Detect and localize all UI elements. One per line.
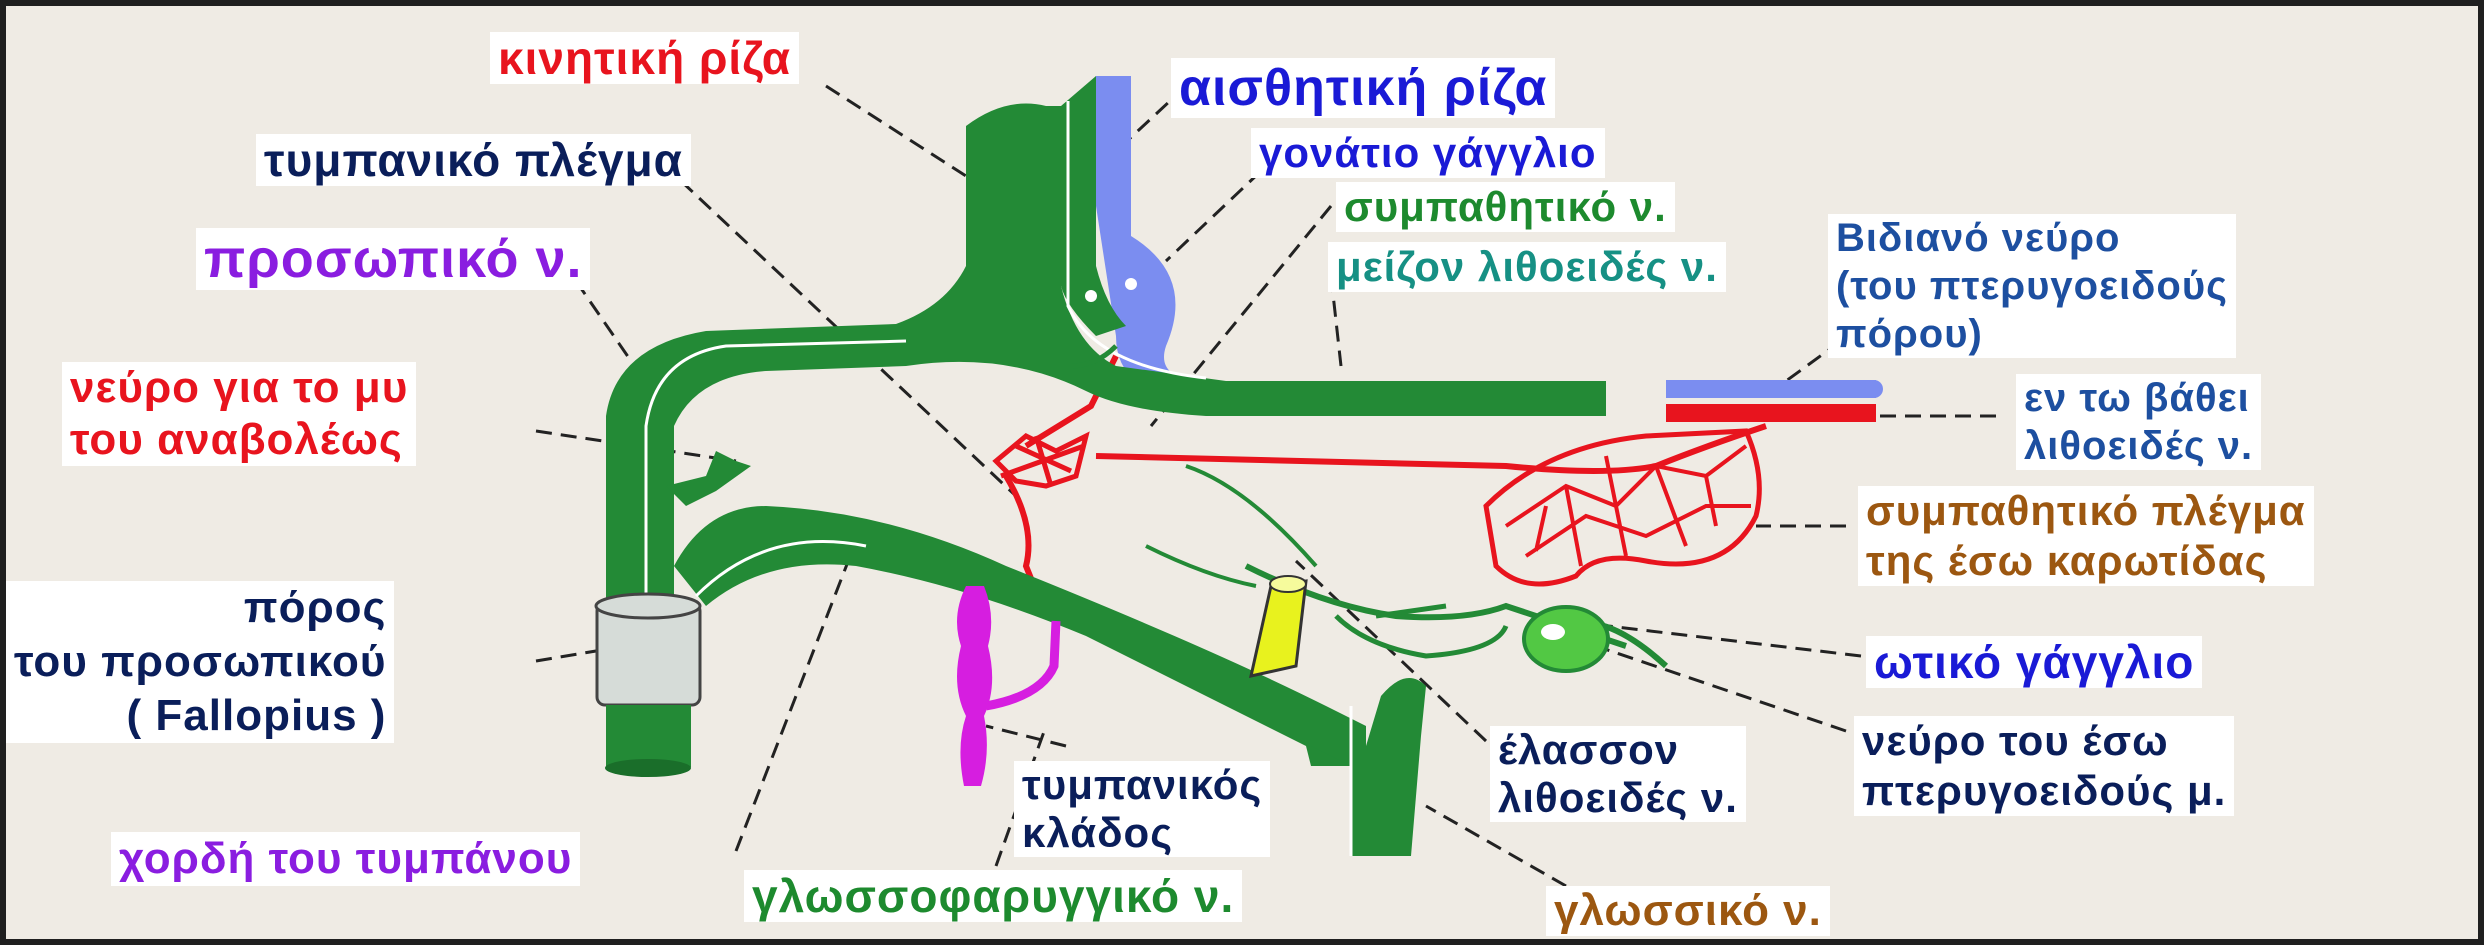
facial-canal-shape	[594, 592, 702, 777]
label-facial-canal: πόρος του προσωπικού ( Fallopius )	[6, 581, 395, 743]
label-chorda-tympani: χορδή του τυμπάνου	[111, 832, 581, 886]
yellow-segment-shape	[1249, 575, 1308, 678]
label-facial-nerve: προσωπικό ν.	[196, 228, 591, 290]
label-sensory-root: αισθητική ρίζα	[1171, 58, 1556, 118]
label-sympathetic-nerve: συμπαθητικό ν.	[1336, 182, 1675, 232]
label-lingual-nerve: γλωσσικό ν.	[1546, 886, 1830, 936]
nerve-diagram-art	[535, 76, 1996, 888]
tympanic-branch-shape	[957, 586, 1061, 786]
label-tympanic-plexus: τυμπανικό πλέγμα	[256, 134, 691, 186]
facial-nerve-shape	[606, 76, 1669, 856]
label-carotid-plexus: συμπαθητικό πλέγμα της έσω καρωτίδας	[1858, 486, 2314, 586]
label-glossopharyngeal: γλωσσοφαρυγγικό ν.	[744, 870, 1243, 922]
label-vidian-nerve: Βιδιανό νεύρο (του πτερυγοειδούς πόρου)	[1828, 214, 2236, 358]
label-deep-petrosal: εν τω βάθει λιθοειδές ν.	[2016, 374, 2262, 470]
label-stapedius-nerve: νεύρο για το μυ του αναβολέως	[62, 362, 417, 466]
label-geniculate-ganglion: γονάτιο γάγγλιο	[1251, 128, 1605, 178]
label-tympanic-branch: τυμπανικός κλάδος	[1014, 761, 1271, 857]
otic-ganglion-shape	[1522, 605, 1610, 673]
label-otic-ganglion: ωτικό γάγγλιο	[1866, 636, 2203, 688]
label-greater-petrosal: μείζον λιθοειδές ν.	[1328, 242, 1726, 292]
label-lesser-petrosal: έλασσον λιθοειδές ν.	[1490, 726, 1746, 822]
label-medial-pterygoid-nerve: νεύρο του έσω πτερυγοειδούς μ.	[1854, 716, 2235, 816]
label-motor-root: κινητική ρίζα	[490, 32, 800, 84]
diagram-canvas: κινητική ρίζα αισθητική ρίζα τυμπανικό π…	[6, 6, 2478, 939]
